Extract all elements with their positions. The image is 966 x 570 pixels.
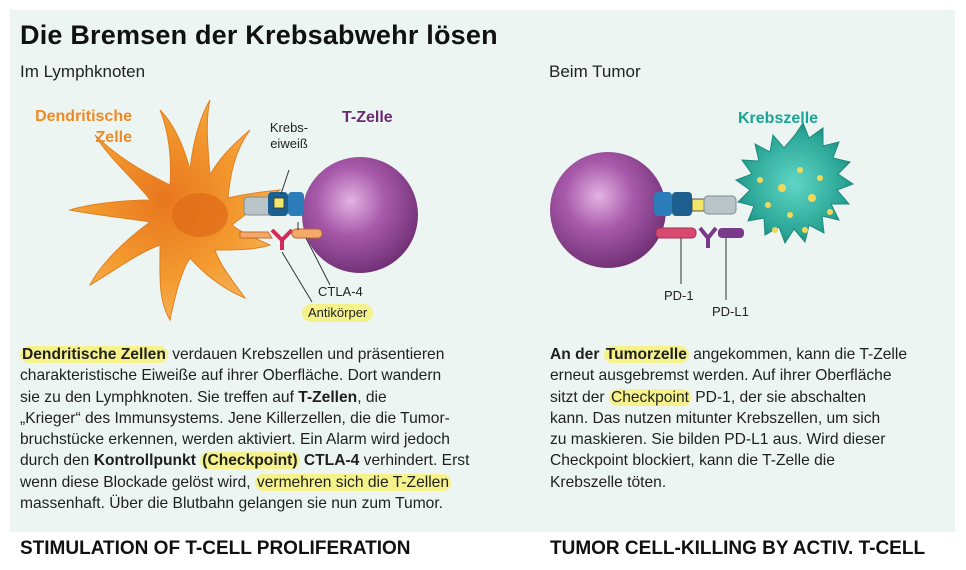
right-line-7: Krebszelle töten. xyxy=(550,473,667,491)
tumor-cell-shape xyxy=(734,121,855,245)
krebs-label-line1: Krebs- xyxy=(269,120,309,135)
left-line-8: massenhaft. Über die Blutbahn gelangen s… xyxy=(20,495,444,513)
krebs-label-line2: eiweiß xyxy=(270,136,308,151)
right-caption: TUMOR CELL-KILLING BY ACTIV. T-CELL xyxy=(550,538,926,559)
left-receptor-complex xyxy=(239,169,331,303)
pd1-label: PD-1 xyxy=(664,288,694,303)
pdl1-label: PD-L1 xyxy=(712,304,749,319)
figure-title: Die Bremsen der Krebsabwehr lösen xyxy=(20,20,498,50)
right-description: An der Tumorzelle angekommen, kann die T… xyxy=(550,344,907,493)
right-line-5: zu maskieren. Sie bilden PD-L1 aus. Wird… xyxy=(550,431,886,449)
left-caption: STIMULATION OF T-CELL PROLIFERATION xyxy=(20,538,411,559)
ctla4-label: CTLA-4 xyxy=(318,284,363,299)
left-subtitle: Im Lymphknoten xyxy=(20,62,146,81)
right-line-2: erneut ausgebremst werden. Auf ihrer Obe… xyxy=(550,367,892,385)
right-line-6: Checkpoint blockiert, kann die T-Zelle d… xyxy=(550,452,835,470)
right-receptor-complex xyxy=(654,192,744,300)
right-subtitle: Beim Tumor xyxy=(549,62,641,81)
left-description: Dendritische Zellen verdauen Krebszellen… xyxy=(20,344,469,514)
dendritic-cell-label: Dendritische Zelle xyxy=(20,106,132,148)
dendritic-cell-shape xyxy=(68,99,282,322)
right-line-3: sitzt der Checkpoint PD-1, der sie absch… xyxy=(550,388,867,406)
left-line-7: wenn diese Blockade gelöst wird, vermehr… xyxy=(20,473,452,491)
t-cell-label: T-Zelle xyxy=(342,109,393,126)
t-cell-shape-right xyxy=(550,152,666,268)
left-line-4: „Krieger“ des Immunsystems. Jene Killerz… xyxy=(20,409,450,427)
tumor-cell-label: Krebszelle xyxy=(738,110,819,127)
left-line-2: charakteristische Eiweiße auf ihrer Ober… xyxy=(20,367,442,385)
left-line-5: bruchstücke erkennen, werden aktiviert. … xyxy=(20,431,450,449)
left-line-1: Dendritische Zellen verdauen Krebszellen… xyxy=(20,346,445,363)
krebs-eiweiss-label: Krebs- eiweiß xyxy=(264,120,314,152)
right-line-1: An der Tumorzelle angekommen, kann die T… xyxy=(550,346,908,363)
left-line-6: durch den Kontrollpunkt (Checkpoint) CTL… xyxy=(20,452,470,470)
left-line-3: sie zu den Lymphknoten. Sie treffen auf … xyxy=(20,388,387,406)
dendritic-label-line2: Zelle xyxy=(95,129,132,146)
right-line-4: kann. Das nutzen mitunter Krebszellen, u… xyxy=(550,409,881,427)
dendritic-label-line1: Dendritische xyxy=(35,108,132,125)
antibody-label: Antikörper xyxy=(302,304,374,322)
t-cell-shape-left xyxy=(302,157,418,273)
